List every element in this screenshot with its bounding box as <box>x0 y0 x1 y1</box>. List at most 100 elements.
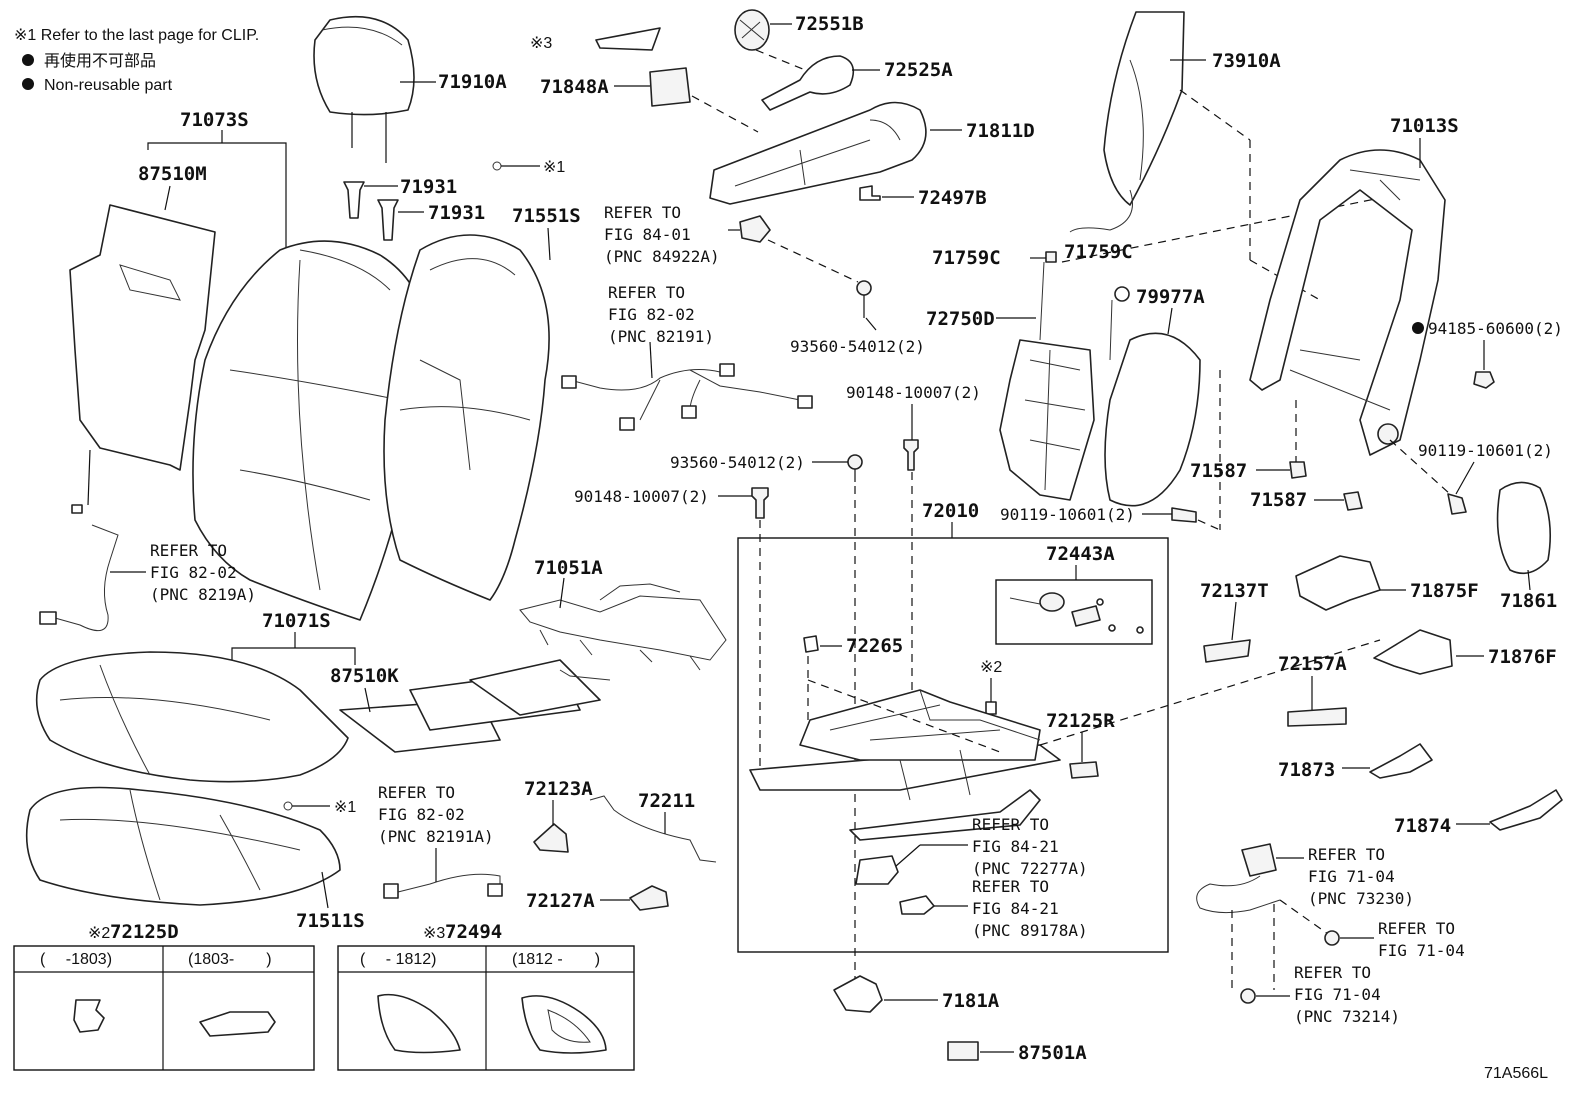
label-71051A: 71051A <box>534 557 603 579</box>
label-71587-b: 71587 <box>1250 489 1307 511</box>
screw-93560-b <box>812 454 863 482</box>
ref-72277A: REFER TO FIG 84-21 (PNC 72277A) <box>972 815 1088 878</box>
svg-text:REFER TO: REFER TO <box>608 283 685 302</box>
svg-text:FIG 84-01: FIG 84-01 <box>604 225 691 244</box>
label-71875F: 71875F <box>1410 580 1479 602</box>
bracket-71876F <box>1373 629 1484 675</box>
svg-text:FIG 84-21: FIG 84-21 <box>972 899 1059 918</box>
guide-line <box>1179 89 1251 141</box>
label-72157A: 72157A <box>1278 653 1347 675</box>
clip-72265 <box>803 635 842 653</box>
svg-text:REFER TO: REFER TO <box>150 541 227 560</box>
ref-82191A: REFER TO FIG 82-02 (PNC 82191A) <box>378 783 494 846</box>
cover-72123A <box>533 800 569 853</box>
svg-text:( - 1812): ( - 1812) <box>360 951 436 968</box>
guide-line <box>1039 639 1381 746</box>
label-72125R: 72125R <box>1046 710 1115 732</box>
clip-note: ※1 Refer to the last page for CLIP. <box>14 27 259 44</box>
label-71811D: 71811D <box>966 120 1035 142</box>
label-93560-a: 93560-54012(2) <box>790 337 925 356</box>
svg-text:FIG 82-02: FIG 82-02 <box>378 805 465 824</box>
svg-text:(PNC 73230): (PNC 73230) <box>1308 889 1414 908</box>
svg-text:( -1803): ( -1803) <box>40 951 112 968</box>
part-72277A <box>855 844 968 885</box>
frame-71013S <box>1249 138 1446 456</box>
bolt-90148-b <box>718 487 769 519</box>
harness-8219A <box>39 524 146 632</box>
label-71848A: 71848A <box>540 76 609 98</box>
label-72750D: 72750D <box>926 308 995 330</box>
ref-84922A: REFER TO FIG 84-01 (PNC 84922A) <box>604 203 720 266</box>
mark-2-table: ※2 <box>88 925 110 942</box>
wire-71051A <box>519 583 727 671</box>
clip-icon <box>492 161 540 171</box>
nut-94185 <box>1473 371 1495 389</box>
svg-text:(PNC 82191A): (PNC 82191A) <box>378 827 494 846</box>
clip-icon <box>283 801 330 811</box>
label-72123A: 72123A <box>524 778 593 800</box>
guide-71931-a <box>343 181 398 219</box>
seatback-cover-71073S <box>192 240 429 621</box>
lever-72525A <box>761 55 880 111</box>
label-71910A: 71910A <box>438 71 507 93</box>
label-90119-a: 90119-10601(2) <box>1000 505 1135 524</box>
label-71073S: 71073S <box>180 109 249 131</box>
screw-93560-a <box>856 280 877 331</box>
svg-text:(PNC 84922A): (PNC 84922A) <box>604 247 720 266</box>
buckle-73230 <box>1196 843 1304 914</box>
label-72010: 72010 <box>922 500 979 522</box>
label-71551S: 71551S <box>512 205 581 227</box>
svg-text:FIG 71-04: FIG 71-04 <box>1378 941 1465 960</box>
cushion-pad-71511S <box>25 786 341 906</box>
bracket-7181A <box>833 975 938 1013</box>
label-71874: 71874 <box>1394 815 1451 837</box>
cover-71848A <box>614 67 691 107</box>
label-7181A: 7181A <box>942 990 1000 1012</box>
label-72127A: 72127A <box>526 890 595 912</box>
guide-line <box>1279 899 1329 935</box>
label-90148-b: 90148-10007(2) <box>574 487 709 506</box>
diagram-code: 71A566L <box>1484 1065 1548 1082</box>
airbag-73910A <box>1069 11 1206 233</box>
label-72265: 72265 <box>846 635 903 657</box>
svg-text:(PNC 73214): (PNC 73214) <box>1294 1007 1400 1026</box>
legend: ※1 Refer to the last page for CLIP. 再使用不… <box>14 27 259 94</box>
label-72497B: 72497B <box>918 187 987 209</box>
label-71511S: 71511S <box>296 910 365 932</box>
clip-72125R <box>1069 732 1099 779</box>
pad-87510M <box>69 204 216 514</box>
label-87510M: 87510M <box>138 163 207 185</box>
box-72010 <box>737 537 1169 953</box>
label-71759C-a: 71759C <box>932 247 1001 269</box>
mark-3-table: ※3 <box>423 925 445 942</box>
table-72125D: ( -1803) (1803- ) <box>13 945 315 1071</box>
bushing-71587-a <box>1256 461 1307 479</box>
label-72137T: 72137T <box>1200 580 1269 602</box>
bracket-71073S <box>147 142 287 258</box>
label-72525A: 72525A <box>884 59 953 81</box>
seatback-board-71551S <box>383 234 550 601</box>
bolt-73214 <box>1240 988 1256 1004</box>
label-90148-a: 90148-10007(2) <box>846 383 981 402</box>
label-79977A: 79977A <box>1136 286 1205 308</box>
harness-82191 <box>561 341 813 431</box>
svg-text:REFER TO: REFER TO <box>1378 919 1455 938</box>
guide-line <box>807 679 1001 753</box>
bushing-71587-b <box>1314 491 1363 511</box>
cover-71861 <box>1496 481 1552 591</box>
svg-text:REFER TO: REFER TO <box>378 783 455 802</box>
bracket-71873 <box>1342 743 1433 779</box>
svg-text:FIG 71-04: FIG 71-04 <box>1294 985 1381 1004</box>
svg-text:(PNC 89178A): (PNC 89178A) <box>972 921 1088 940</box>
guide-line <box>691 95 759 133</box>
rod-72211 <box>589 795 717 863</box>
label-87501A: 87501A <box>1018 1042 1087 1064</box>
svg-text:REFER TO: REFER TO <box>972 877 1049 896</box>
clip-71759C-b <box>1114 286 1130 302</box>
guide-line <box>1197 519 1221 531</box>
pad-87510K <box>339 659 611 753</box>
label-72494: 72494 <box>445 921 502 943</box>
guide-line <box>755 49 816 75</box>
nonreusable-dot-icon <box>22 78 34 90</box>
